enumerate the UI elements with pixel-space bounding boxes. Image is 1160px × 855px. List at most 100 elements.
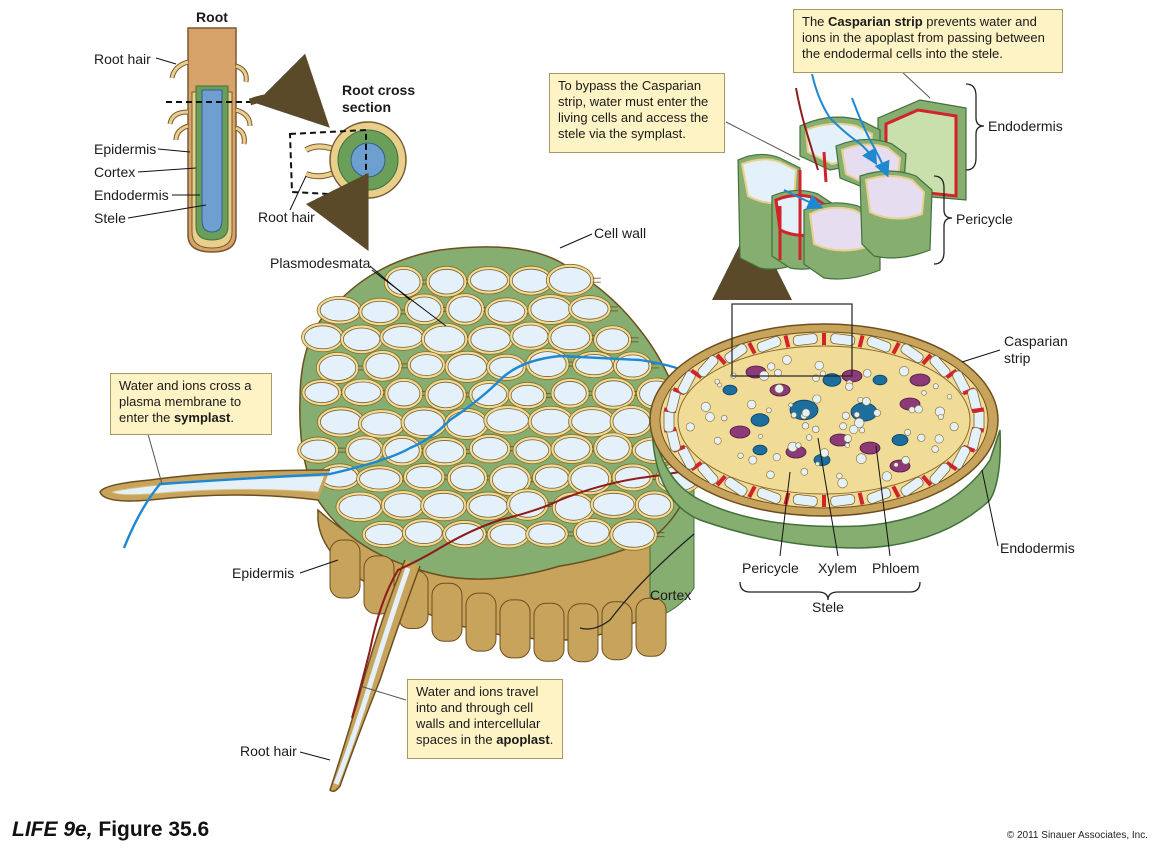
cortex-cell — [360, 412, 403, 436]
cortex-cell — [338, 494, 381, 520]
callout-casparian-bold: Casparian strip — [828, 14, 923, 29]
cortex-cell — [427, 381, 464, 409]
endodermis-cell — [756, 336, 782, 353]
endodermis-cell — [866, 487, 892, 504]
cortex-cell — [570, 465, 610, 493]
cortex-cell — [404, 521, 443, 544]
cortex-cell — [596, 435, 630, 461]
stele-cell — [946, 394, 953, 400]
stele-cell — [843, 434, 852, 443]
callout-apoplast-post: . — [549, 732, 554, 747]
cortex-cell — [509, 491, 546, 518]
cortex-block — [297, 246, 702, 663]
endodermis-detail — [737, 73, 985, 280]
stele-cell — [766, 470, 775, 479]
stele-cell — [714, 378, 720, 385]
stele-cell — [898, 366, 910, 377]
cortex-cell — [534, 466, 569, 489]
cortex-cell — [575, 354, 613, 376]
stele-cell — [904, 429, 912, 436]
casparian-strip-mark — [921, 474, 933, 487]
label-casparian-1: Casparian — [1004, 333, 1068, 349]
stele-cell — [873, 409, 881, 417]
cortex-cell — [409, 354, 443, 376]
casparian-strip-mark — [783, 335, 791, 348]
stele-cell — [934, 434, 944, 444]
callout-casparian: The Casparian strip prevents water and i… — [793, 9, 1063, 73]
stele-cell — [931, 445, 939, 453]
phloem-cell — [909, 373, 931, 387]
casparian-strip-mark — [891, 342, 901, 355]
xylem-vessel — [850, 402, 878, 422]
cortex-cell — [361, 300, 399, 324]
cortex-cell — [592, 492, 635, 516]
callout-symplast-post: . — [230, 410, 234, 425]
cortex-cell — [300, 439, 337, 461]
casparian-strip-mark — [690, 460, 703, 472]
cortex-cell — [575, 521, 610, 544]
cortex-cell — [486, 408, 529, 433]
stele-cell — [917, 433, 926, 442]
apoplast-path — [351, 469, 691, 719]
casparian-strip-mark — [857, 335, 865, 348]
stele-cell — [767, 362, 776, 371]
casparian-strip-mark — [690, 368, 703, 380]
callout-casparian-pre: The — [802, 14, 829, 29]
cortex-cell — [365, 353, 400, 379]
stele-cell — [800, 468, 809, 476]
epidermis-cell — [329, 539, 361, 599]
label-root-cross-2: section — [342, 99, 391, 115]
cortex-cell — [548, 266, 592, 294]
figure-title-rest: Figure 35.6 — [92, 818, 210, 841]
label-endodermis-top: Endodermis — [94, 187, 169, 203]
cortex-cell — [571, 409, 613, 435]
label-cell-wall: Cell wall — [594, 225, 646, 241]
cortex-cell — [489, 356, 524, 378]
phloem-cell — [729, 425, 751, 439]
epidermis-cell — [567, 603, 599, 663]
label-epidermis-top: Epidermis — [94, 141, 156, 157]
cortex-cell — [553, 437, 591, 461]
cortex-cell — [471, 383, 508, 407]
cortex-cell — [320, 409, 362, 435]
label-pericycle-detail: Pericycle — [956, 211, 1013, 227]
stele-cell — [949, 422, 959, 432]
callout-bypass: To bypass the Casparian strip, water mus… — [549, 73, 725, 153]
cortex-cell — [553, 381, 587, 406]
cortex-cell — [386, 268, 421, 296]
stele-cell — [849, 424, 859, 435]
label-xylem: Xylem — [818, 560, 857, 576]
stele-cell — [801, 408, 811, 418]
cortex-cell — [364, 523, 403, 546]
cortex-cell — [446, 411, 486, 437]
cortex-cell — [470, 269, 508, 292]
stele-cell — [705, 412, 715, 422]
copyright: © 2011 Sinauer Associates, Inc. — [1006, 830, 1148, 841]
epidermis-cell — [601, 601, 633, 661]
callout-symplast-bold: symplast — [173, 410, 231, 425]
cortex-cell — [449, 465, 485, 491]
cortex-cell — [359, 468, 401, 490]
callout-apoplast-pre: Water and ions travel into and through c… — [416, 684, 541, 747]
label-pericycle-main: Pericycle — [742, 560, 799, 576]
cortex-cell — [342, 327, 381, 352]
xylem-vessel — [752, 444, 768, 456]
cortex-cell — [470, 327, 511, 352]
stele-cell — [795, 442, 802, 449]
cortex-cell — [596, 328, 630, 352]
epidermis-cell — [431, 582, 463, 642]
cortex-cell — [447, 353, 487, 380]
label-stele-top: Stele — [94, 210, 126, 226]
stele-cell — [790, 411, 797, 419]
cortex-cell — [318, 354, 357, 381]
label-root-cross-1: Root cross — [342, 82, 415, 98]
xylem-vessel — [750, 413, 770, 427]
casparian-strip-mark — [945, 460, 958, 472]
callout-symplast: Water and ions cross a plasma membrane t… — [110, 373, 272, 435]
stele-cell — [921, 390, 927, 396]
stele-cell — [844, 442, 850, 448]
endodermis-cell — [697, 355, 719, 378]
cortex-cell — [510, 384, 545, 407]
cortex-cell — [471, 437, 509, 461]
stele-cell — [774, 384, 784, 394]
